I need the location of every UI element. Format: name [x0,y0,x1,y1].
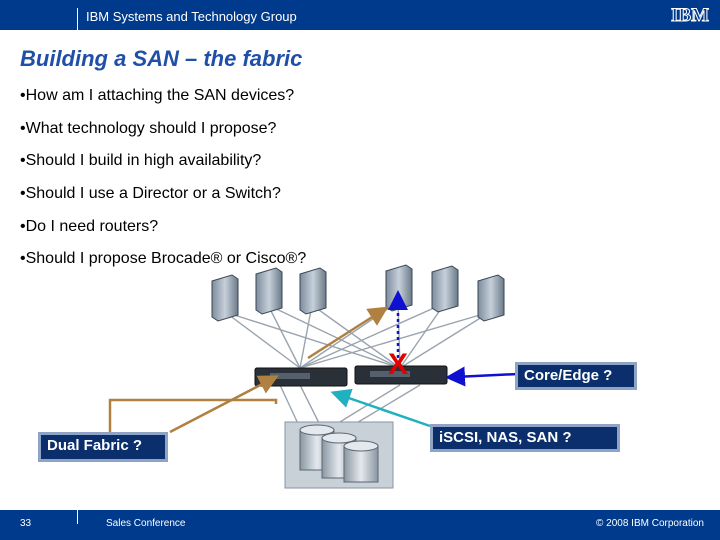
footer-divider [77,510,78,524]
dual-fabric-callout: Dual Fabric ? [38,432,168,462]
copyright: © 2008 IBM Corporation [596,518,704,529]
server-icon [478,275,504,321]
server-icon [212,275,238,321]
brown-arrow [170,380,270,432]
server-icon [300,268,326,314]
server-icons [212,265,504,321]
failure-x-mark: X [388,348,408,381]
switch-icon [255,368,347,386]
server-icon [256,268,282,314]
brown-arrow [110,400,276,433]
storage-disk-icons [285,422,393,488]
server-icon [386,265,412,311]
disk-icon [344,441,378,482]
blue-arrow [455,374,518,377]
page-number: 33 [20,518,31,529]
brown-arrow [308,312,380,358]
cyan-arrow [340,395,430,426]
event-name: Sales Conference [106,518,186,529]
slide-footer: 33 Sales Conference © 2008 IBM Corporati… [0,510,720,540]
server-icon [432,266,458,312]
protocols-callout: iSCSI, NAS, SAN ? [430,424,620,452]
core-edge-callout: Core/Edge ? [515,362,637,390]
